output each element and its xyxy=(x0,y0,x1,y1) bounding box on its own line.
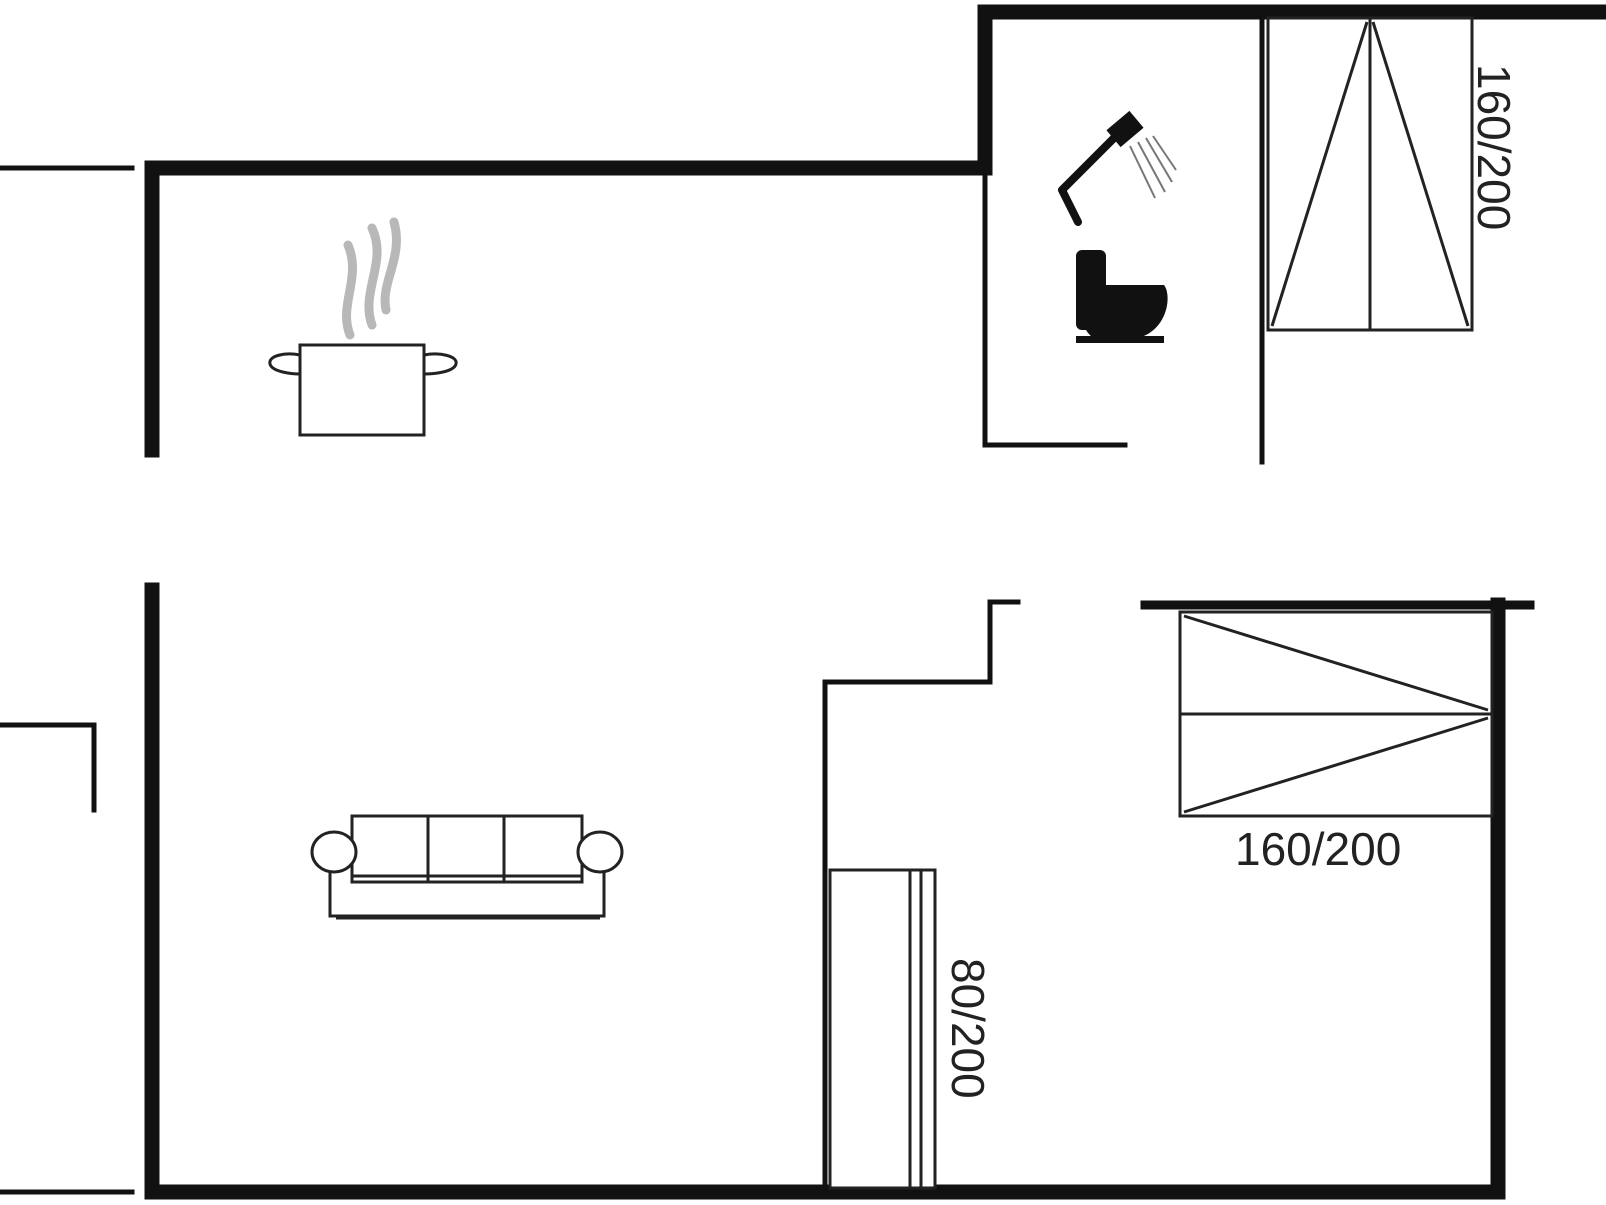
middle-right-bed: 160/200 xyxy=(1178,610,1494,875)
single-bed-label: 80/200 xyxy=(942,958,994,1099)
walls xyxy=(0,4,1606,1200)
top-right-bed-label: 160/200 xyxy=(1468,64,1520,230)
shower-icon xyxy=(1058,110,1177,226)
bedroom-partition xyxy=(822,599,1021,1191)
cooking-pot-icon xyxy=(268,217,458,437)
outside-line-mid xyxy=(0,722,97,813)
sofa-icon xyxy=(310,814,624,920)
toilet-icon xyxy=(1076,250,1168,343)
middle-right-bed-label: 160/200 xyxy=(1235,823,1401,875)
top-right-bed: 160/200 xyxy=(1266,16,1520,332)
steam-icon xyxy=(342,217,401,340)
single-bed: 80/200 xyxy=(828,868,994,1190)
